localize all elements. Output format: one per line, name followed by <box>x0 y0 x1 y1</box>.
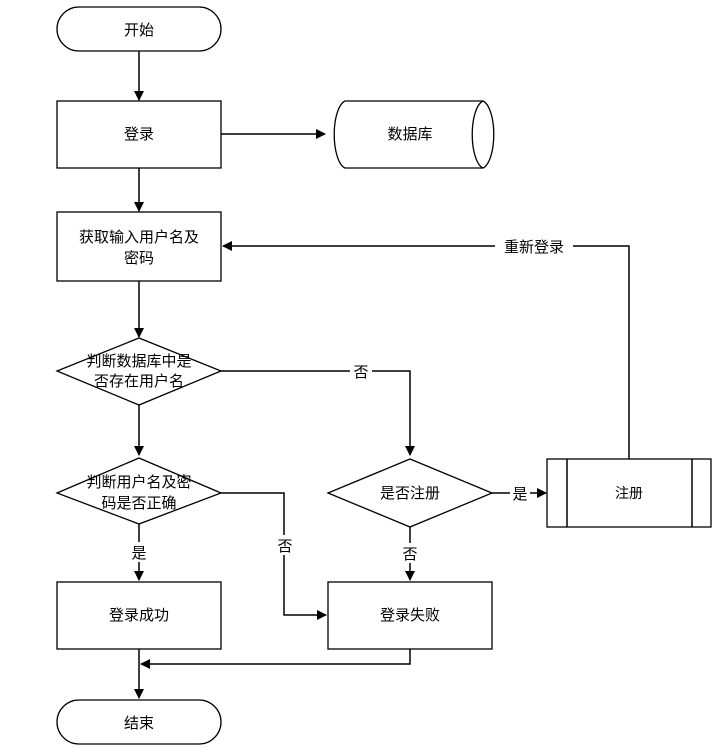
database-label: 数据库 <box>387 125 432 143</box>
node-check-user: 判断数据库中是 否存在用户名 <box>55 337 223 406</box>
check-user-label-line2: 否存在用户名 <box>94 372 184 390</box>
edge-checkuser-registerq <box>221 370 415 456</box>
login-label: 登录 <box>124 125 154 143</box>
node-check-password: 判断用户名及密 码是否正确 <box>55 457 223 525</box>
node-login: 登录 <box>56 100 222 169</box>
get-input-label-line1: 获取输入用户名及 <box>79 228 199 246</box>
yes-pwd-label: 是 <box>131 544 146 562</box>
no-register-label: 否 <box>402 545 417 563</box>
check-user-label-line1: 判断数据库中是 <box>86 352 191 370</box>
node-login-success: 登录成功 <box>56 581 222 650</box>
check-pwd-label-line2: 码是否正确 <box>101 494 176 512</box>
no-user-label: 否 <box>353 363 368 381</box>
end-label: 结束 <box>124 714 154 732</box>
get-input-label-line2: 密码 <box>124 249 154 267</box>
edge-labels: 重新登录 否 否 是 是 否 <box>129 236 573 563</box>
register-label: 注册 <box>615 486 643 502</box>
login-success-label: 登录成功 <box>109 606 169 624</box>
edge-fail-end <box>140 649 411 669</box>
no-pwd-label: 否 <box>277 537 292 555</box>
node-database: 数据库 <box>333 100 495 169</box>
relogin-label: 重新登录 <box>504 238 564 256</box>
edge-checkpwd-fail <box>221 492 327 620</box>
node-end: 结束 <box>56 699 222 745</box>
node-register: 注册 <box>546 458 712 528</box>
node-login-fail: 登录失败 <box>327 581 493 650</box>
edge-register-getinput <box>222 241 630 459</box>
node-register-question: 是否注册 <box>326 458 494 528</box>
connectors <box>134 51 630 699</box>
yes-register-label: 是 <box>512 485 527 503</box>
start-label: 开始 <box>124 21 154 39</box>
register-question-label: 是否注册 <box>380 484 440 502</box>
login-fail-label: 登录失败 <box>380 606 440 624</box>
node-start: 开始 <box>56 6 222 52</box>
check-pwd-label-line1: 判断用户名及密 <box>86 473 191 491</box>
node-get-input: 获取输入用户名及 密码 <box>56 211 222 282</box>
